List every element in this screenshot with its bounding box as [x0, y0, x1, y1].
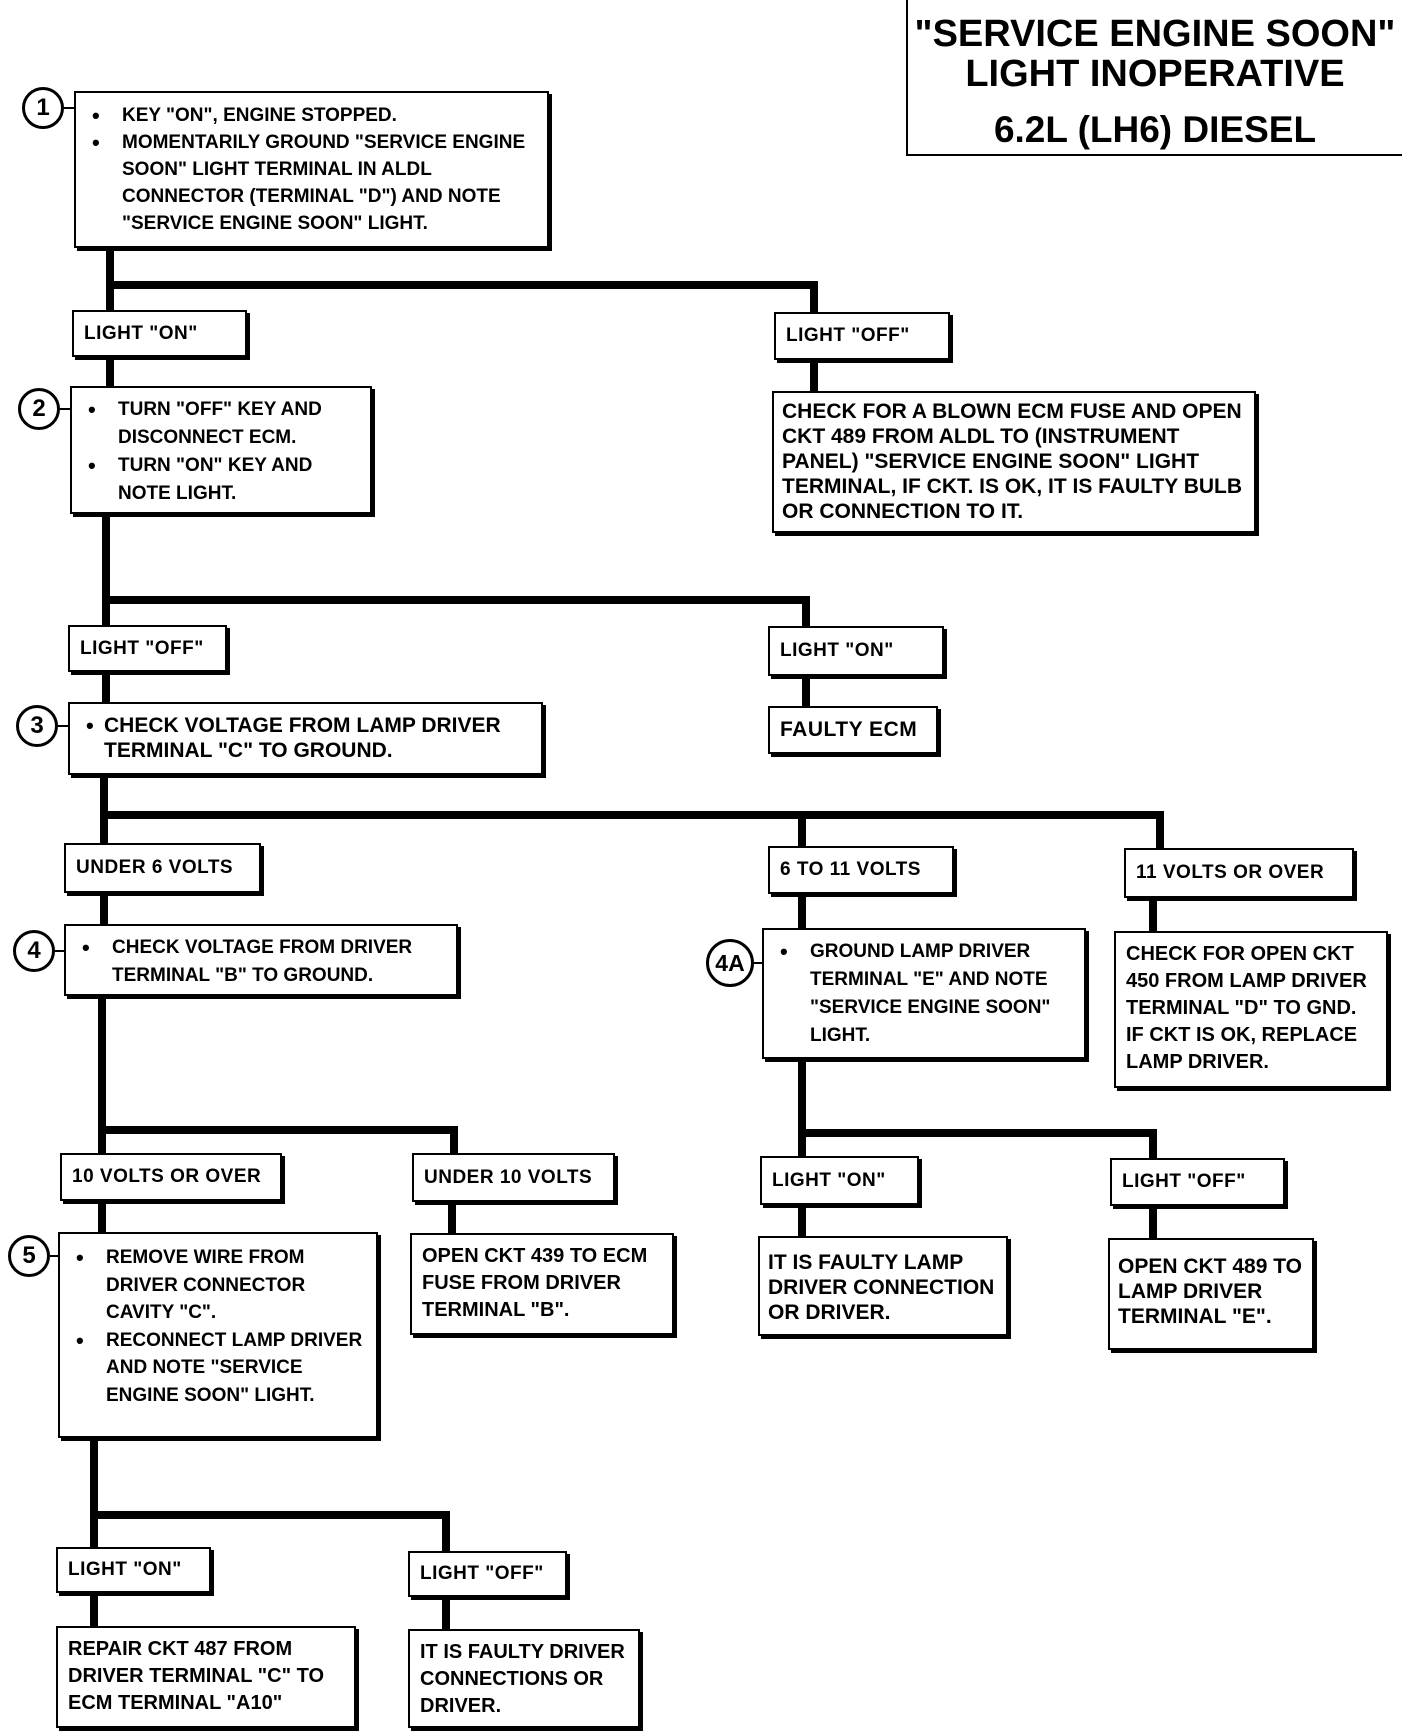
result-faulty-ecm: FAULTY ECM	[768, 706, 938, 754]
label-step2-light-on: LIGHT "ON"	[768, 626, 944, 676]
result-faulty-driver-connections: IT IS FAULTY DRIVER CONNECTIONS OR DRIVE…	[408, 1629, 640, 1728]
step-5-bullet-1: REMOVE WIRE FROM DRIVER CONNECTOR CAVITY…	[72, 1244, 366, 1327]
title-line-2: LIGHT INOPERATIVE	[965, 53, 1345, 95]
step-2-bullet-2: TURN "ON" KEY AND NOTE LIGHT.	[84, 452, 360, 508]
step-2-bullet-1: TURN "OFF" KEY AND DISCONNECT ECM.	[84, 396, 360, 452]
step-5-bullet-2: RECONNECT LAMP DRIVER AND NOTE "SERVICE …	[72, 1327, 366, 1410]
result-blown-ecm-fuse: CHECK FOR A BLOWN ECM FUSE AND OPEN CKT …	[772, 391, 1256, 533]
diagram-title-block: "SERVICE ENGINE SOON" LIGHT INOPERATIVE …	[906, 0, 1402, 156]
result-open-ckt-450: CHECK FOR OPEN CKT 450 FROM LAMP DRIVER …	[1114, 931, 1388, 1088]
step-1-number: 1	[22, 87, 64, 129]
label-step1-light-off: LIGHT "OFF"	[774, 312, 950, 360]
step-3-box: CHECK VOLTAGE FROM LAMP DRIVER TERMINAL …	[68, 702, 543, 775]
step-3-bullet-1: CHECK VOLTAGE FROM LAMP DRIVER TERMINAL …	[82, 713, 531, 763]
label-step4-under-10-volts: UNDER 10 VOLTS	[412, 1153, 615, 1202]
label-step5-light-on: LIGHT "ON"	[56, 1547, 211, 1593]
label-step4a-light-off: LIGHT "OFF"	[1110, 1158, 1285, 1206]
result-open-ckt-489: OPEN CKT 489 TO LAMP DRIVER TERMINAL "E"…	[1108, 1238, 1314, 1350]
step-1-bullet-1: KEY "ON", ENGINE STOPPED.	[88, 102, 537, 129]
label-step1-light-on: LIGHT "ON"	[72, 310, 247, 357]
result-open-ckt-439: OPEN CKT 439 TO ECM FUSE FROM DRIVER TER…	[410, 1233, 674, 1335]
label-step3-11-volts-or-over: 11 VOLTS OR OVER	[1124, 848, 1354, 898]
step-4a-number: 4A	[706, 939, 754, 987]
step-4a-bullet-1: GROUND LAMP DRIVER TERMINAL "E" AND NOTE…	[776, 938, 1074, 1050]
step-4-number: 4	[13, 930, 55, 972]
label-step4-10-volts-or-over: 10 VOLTS OR OVER	[60, 1153, 282, 1201]
step-4-bullet-1: CHECK VOLTAGE FROM DRIVER TERMINAL "B" T…	[78, 934, 446, 990]
step-2-box: TURN "OFF" KEY AND DISCONNECT ECM. TURN …	[70, 386, 372, 514]
step-1-bullet-2: MOMENTARILY GROUND "SERVICE ENGINE SOON"…	[88, 129, 537, 237]
step-1-box: KEY "ON", ENGINE STOPPED. MOMENTARILY GR…	[74, 91, 549, 248]
label-step2-light-off: LIGHT "OFF"	[68, 625, 227, 672]
title-line-1: "SERVICE ENGINE SOON"	[914, 13, 1396, 55]
label-step4a-light-on: LIGHT "ON"	[760, 1156, 919, 1205]
step-5-number: 5	[8, 1235, 50, 1277]
step-4-box: CHECK VOLTAGE FROM DRIVER TERMINAL "B" T…	[64, 924, 458, 996]
label-step3-under-6-volts: UNDER 6 VOLTS	[64, 843, 261, 893]
step-3-number: 3	[16, 705, 58, 747]
label-step5-light-off: LIGHT "OFF"	[408, 1551, 567, 1597]
step-2-number: 2	[18, 388, 60, 430]
result-faulty-lamp-driver: IT IS FAULTY LAMP DRIVER CONNECTION OR D…	[758, 1236, 1008, 1336]
result-repair-ckt-487: REPAIR CKT 487 FROM DRIVER TERMINAL "C" …	[56, 1626, 356, 1728]
step-5-box: REMOVE WIRE FROM DRIVER CONNECTOR CAVITY…	[58, 1232, 378, 1438]
label-step3-6-to-11-volts: 6 TO 11 VOLTS	[768, 846, 954, 894]
step-4a-box: GROUND LAMP DRIVER TERMINAL "E" AND NOTE…	[762, 928, 1086, 1059]
title-line-3: 6.2L (LH6) DIESEL	[993, 109, 1317, 150]
